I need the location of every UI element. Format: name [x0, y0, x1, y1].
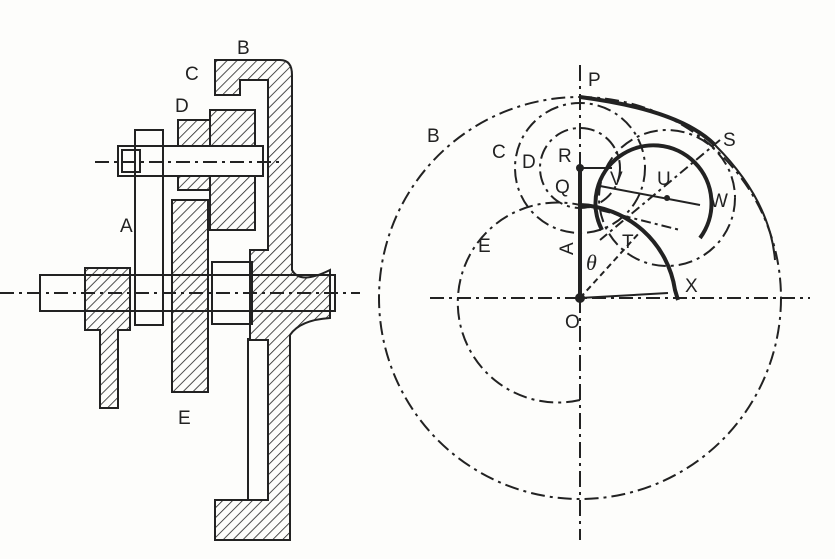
- label-U: U: [657, 169, 671, 190]
- label-E-right: E: [478, 236, 491, 257]
- label-W: W: [710, 191, 728, 212]
- line-ST: [599, 139, 721, 241]
- outer-curve-PS: [579, 95, 717, 147]
- label-Q: Q: [555, 177, 570, 198]
- line-OT: [579, 231, 641, 299]
- label-T: T: [622, 232, 634, 253]
- label-A-right: A: [557, 242, 578, 255]
- line-OX: [579, 292, 669, 299]
- label-E: E: [178, 408, 191, 429]
- ring-gear-B: [214, 59, 331, 541]
- label-C-right: C: [492, 142, 506, 163]
- outer-curve: [714, 144, 776, 261]
- label-C: C: [185, 64, 199, 85]
- shaft-hub: [211, 261, 253, 325]
- sectional-view: B C D A E: [0, 38, 360, 541]
- line-VW: [599, 185, 701, 206]
- circle-E: [456, 201, 581, 404]
- circle-C: [514, 102, 646, 234]
- label-theta: θ: [586, 250, 597, 275]
- arm-A: [134, 129, 164, 326]
- label-D-right: D: [522, 152, 536, 173]
- line-QT: [579, 204, 681, 231]
- gear-path-arc: [593, 143, 714, 240]
- label-R: R: [558, 146, 572, 167]
- label-B-right: B: [427, 126, 440, 147]
- housing-bracket: [84, 267, 131, 409]
- point-U: [664, 195, 670, 201]
- circle-D: [539, 127, 621, 209]
- label-P: P: [588, 70, 601, 91]
- circle-E-arc: [579, 203, 680, 301]
- gear-D: [177, 119, 211, 191]
- sun-gear-E: [171, 199, 209, 393]
- label-B: B: [237, 38, 250, 59]
- point-R: [576, 164, 584, 172]
- label-S: S: [723, 130, 736, 151]
- label-D: D: [175, 96, 189, 117]
- circle-U: [598, 129, 736, 267]
- label-O: O: [565, 312, 580, 333]
- label-V: V: [610, 169, 623, 190]
- label-A: A: [120, 216, 133, 237]
- gear-C: [209, 109, 256, 231]
- point-O: [575, 293, 585, 303]
- label-X: X: [685, 276, 698, 297]
- pin-nut: [121, 149, 141, 173]
- geometric-view: P B C D R Q V U S W T E A θ X O: [378, 65, 810, 540]
